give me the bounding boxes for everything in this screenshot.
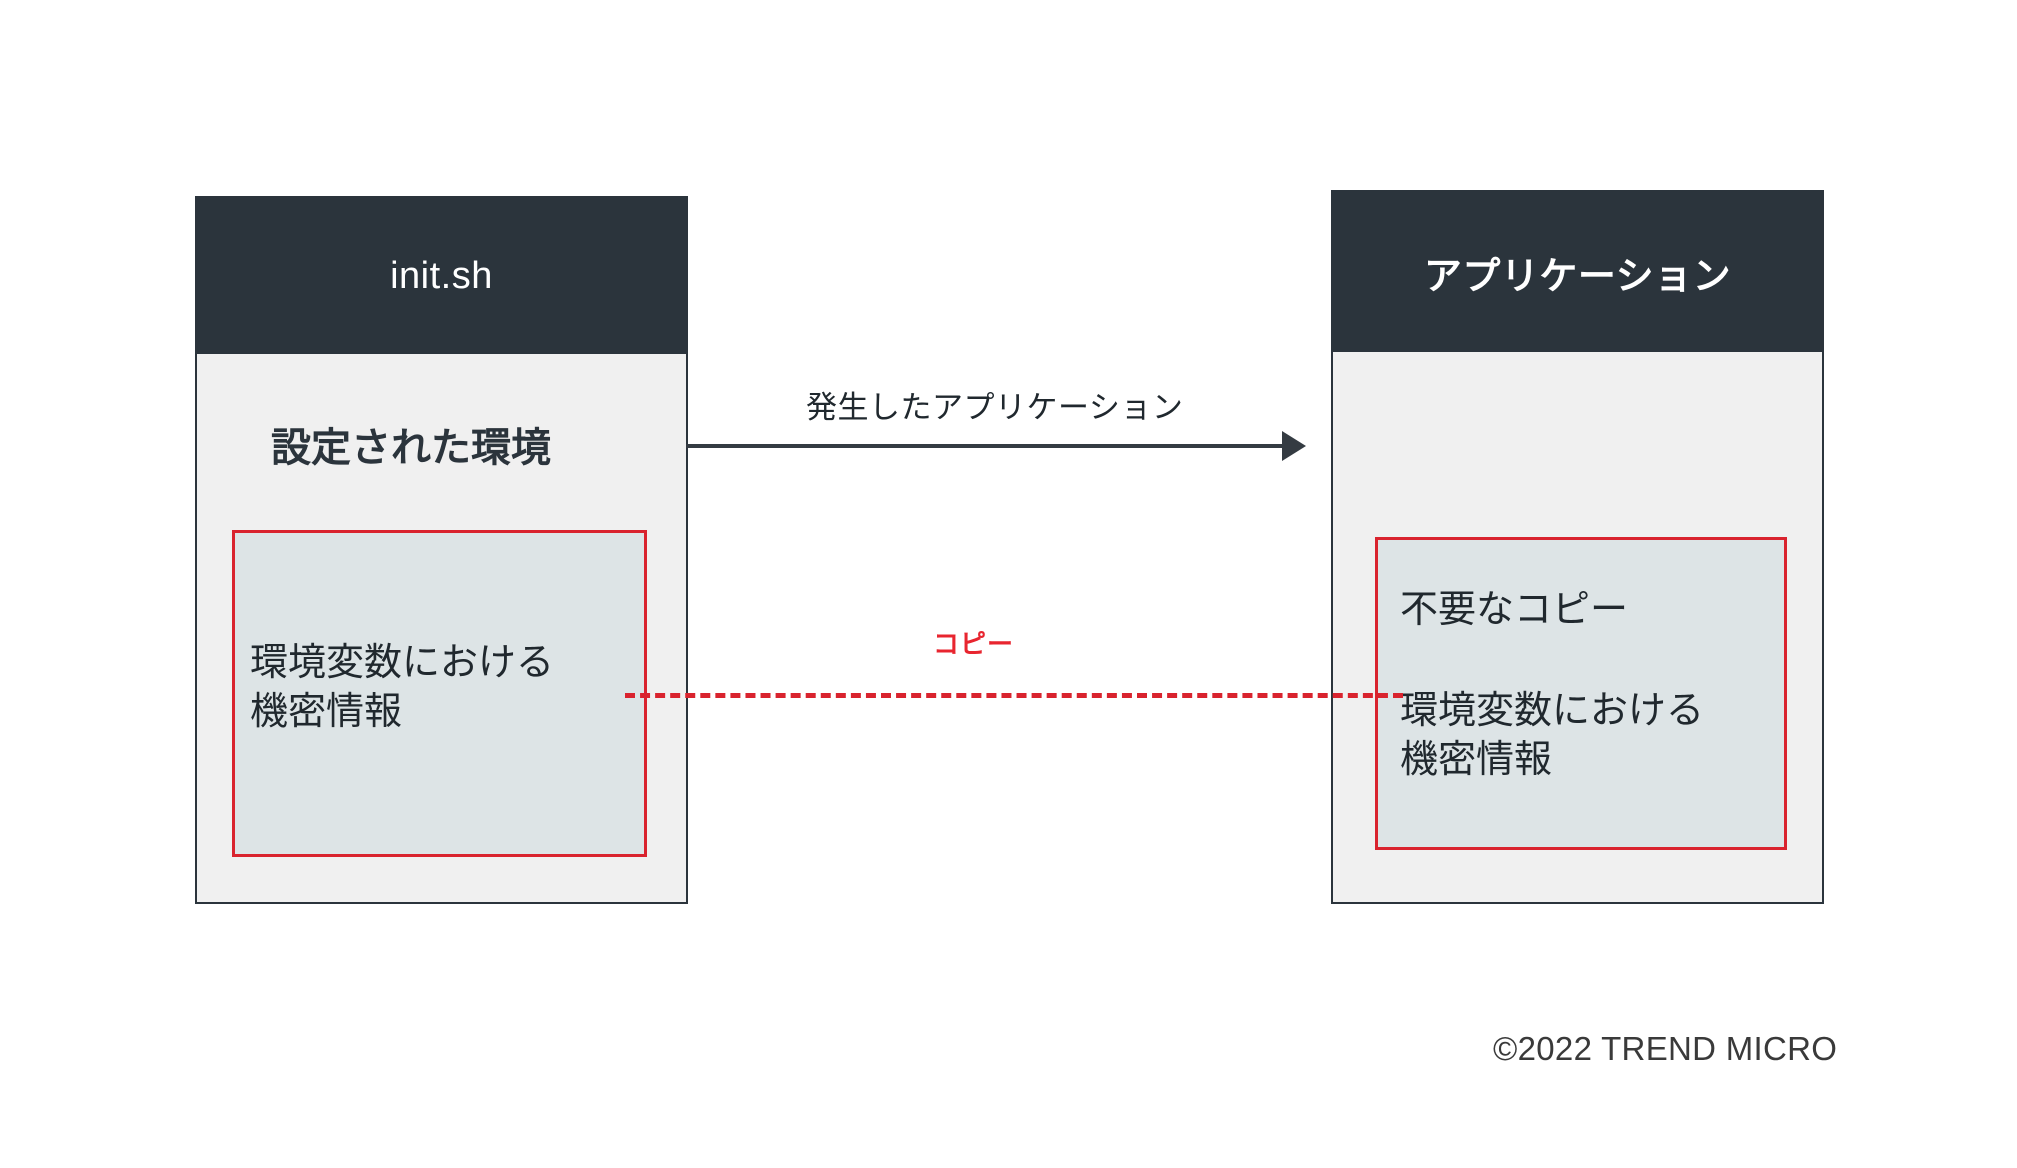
right-panel-header: アプリケーション xyxy=(1333,192,1822,352)
right-panel-title: アプリケーション xyxy=(1423,255,1732,298)
flow-arrow xyxy=(686,425,1306,467)
flow-arrow-icon xyxy=(686,431,1306,461)
left-panel-title: init.sh xyxy=(390,254,493,297)
copy-dashed-line xyxy=(625,693,1403,698)
flow-arrow-label: 発生したアプリケーション xyxy=(806,390,1184,425)
left-panel-subtitle: 設定された環境 xyxy=(271,426,551,470)
copyright-notice: ©2022 TREND MICRO xyxy=(1493,1030,1838,1067)
left-panel-header: init.sh xyxy=(197,198,686,354)
copy-dashed-label: コピー xyxy=(933,629,1015,659)
right-inner-copy-heading: 不要なコピー xyxy=(1400,589,1629,631)
right-inner-copy-block xyxy=(1375,537,1787,850)
right-inner-secret-text: 環境変数における 機密情報 xyxy=(1400,690,1705,781)
left-inner-secret-text: 環境変数における 機密情報 xyxy=(250,642,555,733)
